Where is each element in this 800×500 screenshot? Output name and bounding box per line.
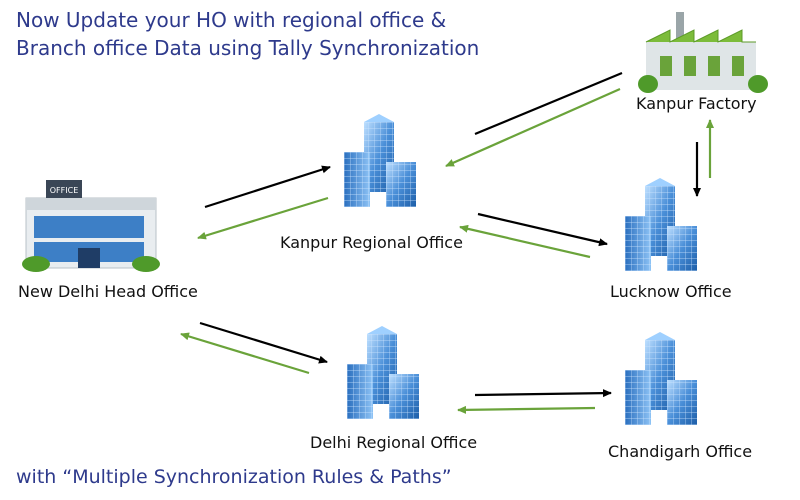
kanpur-regional-building-icon [344,114,416,207]
delhi-regional-building-icon [347,326,419,419]
factory-icon [638,12,768,93]
headline-line-1: Now Update your HO with regional office … [16,8,447,32]
footer-caption: with “Multiple Synchronization Rules & P… [16,466,452,488]
arrow-ho-to-kanpur-regional [204,165,331,209]
arrow-kanpur-regional-to-factory [474,71,623,136]
kanpur-factory-label: Kanpur Factory [636,94,757,113]
head-office-label: New Delhi Head Office [18,282,198,301]
delhi-regional-label: Delhi Regional Office [310,433,478,452]
arrow-chandigarh-to-delhi-regional [457,405,596,414]
chandigarh-building-icon [625,332,697,425]
lucknow-building-icon [625,178,697,271]
arrow-kanpur-regional-to-lucknow [477,212,608,247]
chandigarh-label: Chandigarh Office [608,442,753,461]
head-office-building-icon: OFFICE [22,180,160,272]
arrow-lucknow-to-kanpur-regional [459,224,591,259]
lucknow-label: Lucknow Office [610,282,732,301]
headline-line-2: Branch office Data using Tally Synchroni… [16,36,480,60]
arrow-delhi-regional-to-chandigarh [474,389,612,398]
arrow-delhi-regional-to-ho [180,332,310,375]
arrow-factory-to-kanpur-regional [445,87,621,168]
office-sign-text: OFFICE [50,186,79,195]
arrow-ho-to-delhi-regional [199,321,328,364]
kanpur-regional-label: Kanpur Regional Office [280,233,463,252]
arrow-kanpur-regional-to-ho [197,196,329,240]
